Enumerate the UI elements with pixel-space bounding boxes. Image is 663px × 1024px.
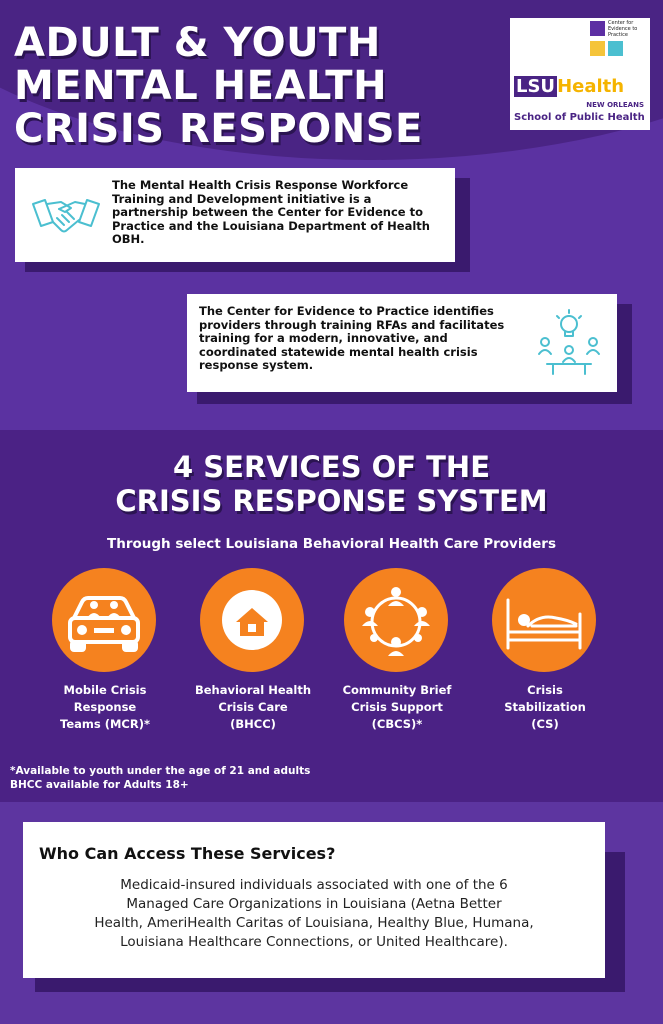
header-band: ADULT & YOUTH MENTAL HEALTH CRISIS RESPO… (0, 0, 663, 430)
logo-square-purple (590, 21, 605, 36)
service-label-line: Response (73, 700, 137, 714)
intro-card-training: The Center for Evidence to Practice iden… (187, 294, 617, 392)
service-label-line: (CBCS)* (371, 717, 423, 731)
logo-school: School of Public Health (514, 112, 645, 123)
services-title-line: CRISIS RESPONSE SYSTEM (115, 484, 548, 518)
footnote-line: BHCC available for Adults 18+ (10, 779, 189, 791)
service-label: Mobile Crisis Response Teams (MCR)* (30, 682, 180, 733)
team-idea-icon (537, 308, 601, 378)
access-heading: Who Can Access These Services? (39, 844, 336, 863)
service-circle (52, 568, 156, 672)
service-label-line: Behavioral Health (194, 683, 312, 697)
service-circle (492, 568, 596, 672)
service-label-line: Stabilization (504, 700, 586, 714)
footnote-line: *Available to youth under the age of 21 … (10, 765, 311, 777)
service-label-line: Crisis Care (218, 700, 288, 714)
services-title: 4 SERVICES OF THE CRISIS RESPONSE SYSTEM (0, 450, 663, 518)
service-label: Behavioral Health Crisis Care (BHCC) (178, 682, 328, 733)
intro-card-partnership: The Mental Health Crisis Response Workfo… (15, 168, 455, 262)
service-label: Community Brief Crisis Support (CBCS)* (322, 682, 472, 733)
service-circle (200, 568, 304, 672)
intro-text-partnership: The Mental Health Crisis Response Workfo… (112, 178, 430, 246)
service-label-line: Teams (MCR)* (60, 717, 150, 731)
access-line: Louisiana Healthcare Connections, or Uni… (120, 934, 508, 950)
logo-lsu: LSU (514, 76, 558, 97)
handshake-icon (31, 192, 101, 240)
access-line: Health, AmeriHealth Caritas of Louisiana… (94, 915, 534, 931)
service-label-line: Mobile Crisis (63, 683, 147, 697)
title-line: CRISIS RESPONSE (14, 106, 423, 152)
service-label-line: Crisis Support (351, 700, 443, 714)
logo-new-orleans: NEW ORLEANS (586, 101, 644, 109)
car-icon (68, 596, 140, 652)
logo-squares (588, 21, 648, 66)
logo-square-teal (608, 41, 623, 56)
house-icon (222, 590, 282, 650)
logo-health: Health (557, 76, 625, 97)
service-label-line: (CS) (531, 717, 559, 731)
service-label: Crisis Stabilization (CS) (470, 682, 620, 733)
services-subtitle: Through select Louisiana Behavioral Heal… (107, 536, 556, 552)
logo-center-text: Center for Evidence to Practice (608, 20, 638, 38)
service-label-line: Crisis (527, 683, 563, 697)
service-label-line: (BHCC) (230, 717, 276, 731)
services-footnote: *Available to youth under the age of 21 … (10, 764, 410, 792)
access-body: Medicaid-insured individuals associated … (33, 876, 595, 952)
title-line: MENTAL HEALTH (14, 63, 388, 109)
intro-text-training: The Center for Evidence to Practice iden… (199, 304, 505, 372)
title-line: ADULT & YOUTH (14, 20, 381, 66)
logo-square-gold (590, 41, 605, 56)
services-band: 4 SERVICES OF THE CRISIS RESPONSE SYSTEM… (0, 430, 663, 802)
services-title-line: 4 SERVICES OF THE (172, 450, 491, 484)
page-title: ADULT & YOUTH MENTAL HEALTH CRISIS RESPO… (14, 22, 454, 151)
access-line: Managed Care Organizations in Louisiana … (126, 896, 502, 912)
service-label-line: Community Brief (342, 683, 452, 697)
service-circle (344, 568, 448, 672)
access-card: Who Can Access These Services? Medicaid-… (23, 822, 605, 978)
community-icon (362, 587, 430, 656)
bed-icon (506, 598, 582, 650)
access-line: Medicaid-insured individuals associated … (120, 877, 508, 893)
